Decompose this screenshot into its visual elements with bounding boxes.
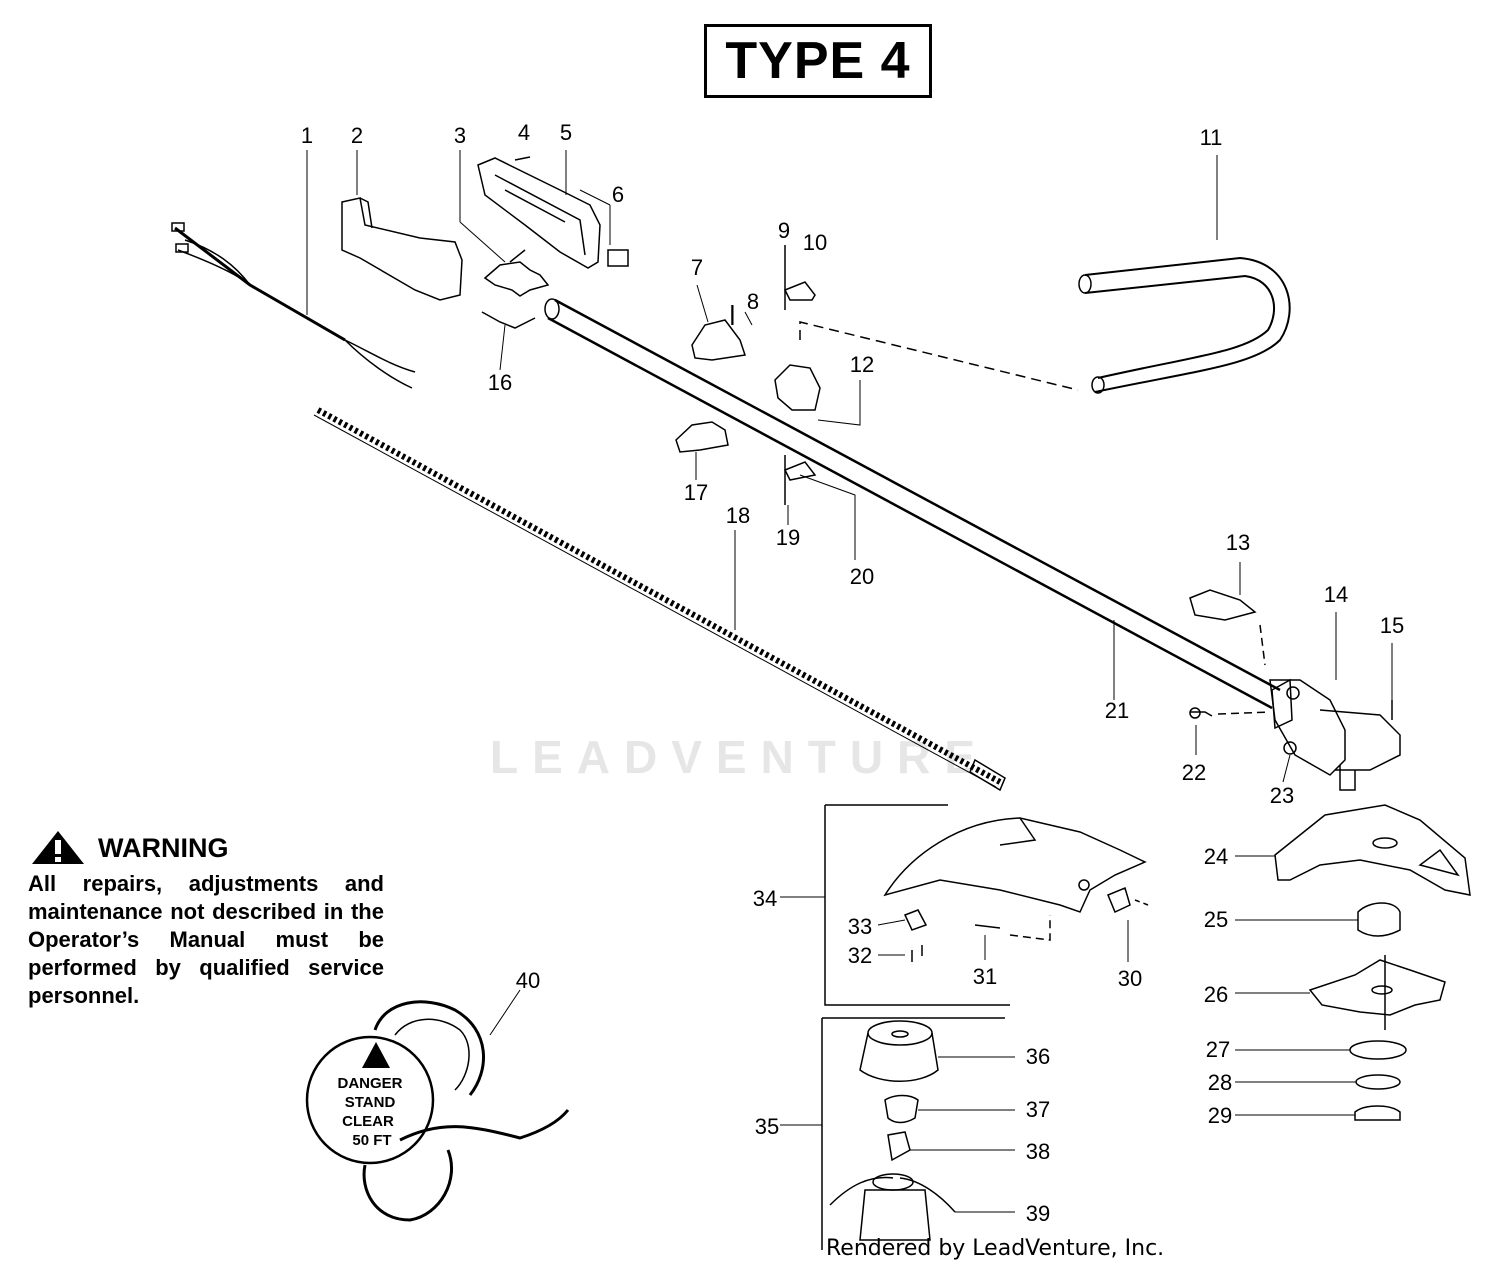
callout-8: 8: [747, 289, 759, 314]
handle-clamp-lower: [675, 421, 729, 453]
bracket-upper: [783, 281, 816, 301]
callout-14: 14: [1324, 582, 1348, 607]
callout-37: 37: [1026, 1097, 1050, 1122]
drive-tube: [544, 298, 1281, 710]
spool-39: [829, 1173, 956, 1241]
nut-29: [1354, 1105, 1401, 1121]
screw-23: [1283, 741, 1297, 755]
callout-33: 33: [848, 914, 872, 939]
eyelet-38: [887, 1131, 911, 1162]
cutting-blade: [1308, 959, 1446, 1016]
callout-16: 16: [488, 370, 512, 395]
callout-6: 6: [612, 182, 624, 207]
callout-38: 38: [1026, 1139, 1050, 1164]
callout-23: 23: [1270, 783, 1294, 808]
tag-line-4: 50 FT: [352, 1132, 391, 1149]
callout-21: 21: [1105, 698, 1129, 723]
warning-notice: WARNING All repairs, adjustments and mai…: [28, 828, 384, 1010]
callout-34: 34: [753, 886, 777, 911]
warning-title: WARNING: [98, 832, 229, 863]
wing-nut: [1107, 886, 1131, 914]
handle-housing: [477, 156, 601, 269]
tag-line-2: STAND: [345, 1094, 396, 1111]
callout-28: 28: [1208, 1070, 1232, 1095]
warning-heading: WARNING: [28, 828, 384, 868]
collar-25: [1357, 902, 1401, 937]
callout-18: 18: [726, 503, 750, 528]
footer-credit: Rendered by LeadVenture, Inc.: [826, 1236, 1165, 1261]
washer-27: [1349, 1040, 1407, 1060]
spring: [481, 311, 536, 329]
warning-triangle-icon: [362, 1042, 390, 1068]
washer-28: [1355, 1074, 1401, 1090]
callout-39: 39: [1026, 1201, 1050, 1226]
callout-5: 5: [560, 120, 572, 145]
callout-30: 30: [1118, 966, 1142, 991]
callout-3: 3: [454, 123, 466, 148]
callout-24: 24: [1204, 844, 1228, 869]
screw-22: [1190, 711, 1213, 717]
watermark: LEADVENTURE: [490, 731, 990, 783]
gear-head: [1269, 678, 1401, 791]
callout-7: 7: [691, 255, 703, 280]
tag-line-3: CLEAR: [342, 1113, 394, 1130]
callout-9: 9: [778, 218, 790, 243]
callout-12: 12: [850, 352, 874, 377]
debris-shield: [824, 804, 1147, 1006]
callout-36: 36: [1026, 1044, 1050, 1069]
spool-cover: [859, 1020, 939, 1082]
callout-15: 15: [1380, 613, 1404, 638]
callout-10: 10: [803, 230, 827, 255]
leader-lines: [306, 150, 1393, 1213]
handle-clamp-upper: [691, 319, 746, 361]
callout-4: 4: [518, 120, 530, 145]
blade-bracket: [903, 909, 928, 931]
tag-line-1: DANGER: [337, 1075, 402, 1092]
callout-32: 32: [848, 943, 872, 968]
callout-22: 22: [1182, 760, 1206, 785]
loop-handle: [1078, 256, 1291, 394]
tube-clamp: [1189, 589, 1257, 621]
callout-29: 29: [1208, 1103, 1232, 1128]
switch: [607, 249, 629, 267]
flex-drive-shaft: [313, 407, 1006, 792]
blade-guard: [1274, 804, 1471, 896]
warning-text: All repairs, adjustments and maintenance…: [28, 871, 384, 1008]
throttle-trigger: [483, 249, 550, 297]
page-title: TYPE 4: [704, 24, 932, 98]
callout-20: 20: [850, 564, 874, 589]
bolt: [974, 924, 1001, 929]
callout-35: 35: [755, 1114, 779, 1139]
wire-harness: [171, 222, 416, 389]
callout-25: 25: [1204, 907, 1228, 932]
callout-17: 17: [684, 480, 708, 505]
callout-31: 31: [973, 964, 997, 989]
callout-11: 11: [1200, 125, 1223, 150]
callout-19: 19: [776, 525, 800, 550]
warning-icon: [32, 831, 84, 864]
callout-27: 27: [1206, 1037, 1230, 1062]
spring-37: [884, 1094, 919, 1124]
callout-40: 40: [516, 968, 540, 993]
handle: [341, 197, 463, 301]
callout-26: 26: [1204, 982, 1228, 1007]
bracket-lower: [783, 461, 817, 481]
callout-13: 13: [1226, 530, 1250, 555]
callout-2: 2: [351, 123, 363, 148]
harness-strap: [305, 1000, 570, 1222]
loop-bracket: [774, 364, 821, 411]
callout-1: 1: [301, 123, 313, 148]
